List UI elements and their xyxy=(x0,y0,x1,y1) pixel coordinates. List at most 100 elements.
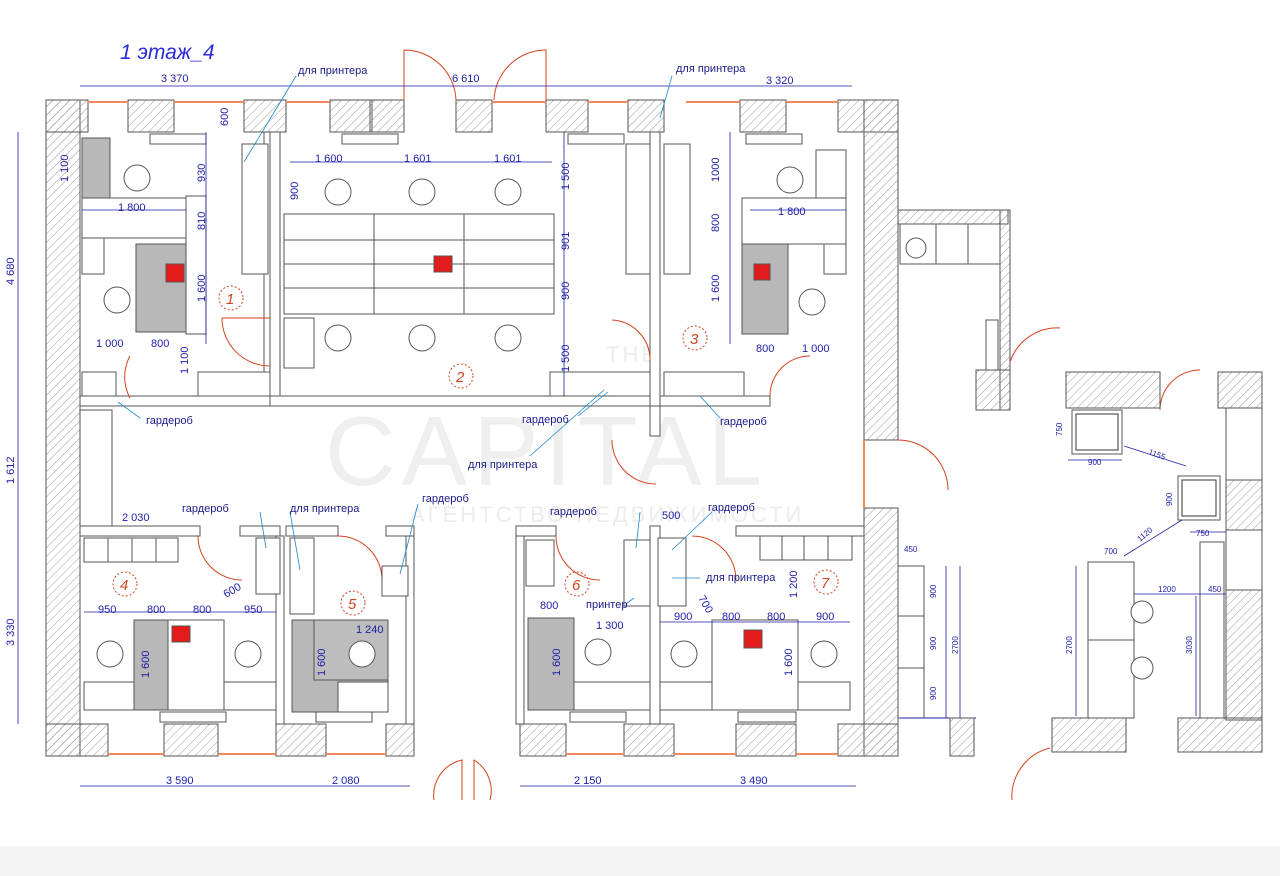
detail-room xyxy=(1051,371,1263,753)
dim-bot-3490: 3 490 xyxy=(740,775,768,787)
dim-r2-1600: 1 600 xyxy=(315,153,343,165)
room-5-furniture xyxy=(289,537,409,723)
room-4-furniture xyxy=(83,537,281,723)
dimension-lines xyxy=(17,85,1226,787)
room-number-3: 3 xyxy=(690,331,699,348)
room-number-4: 4 xyxy=(120,577,128,594)
dim-r7-900: 900 xyxy=(674,611,692,623)
dim-bot-2150: 2 150 xyxy=(574,775,602,787)
dim-r2-901: 901 xyxy=(560,232,572,250)
dim-r5-1600: 1 600 xyxy=(316,648,328,676)
label-for-printer-3: для принтера xyxy=(468,459,538,471)
dim-r1-930: 930 xyxy=(196,164,208,182)
dim-r7-1600: 1 600 xyxy=(783,648,795,676)
dim-r4-1600: 1 600 xyxy=(140,650,152,678)
dim-r2-1601b: 1 601 xyxy=(494,153,522,165)
dim-bot-3590: 3 590 xyxy=(166,775,194,787)
dim-left-1612: 1 612 xyxy=(5,456,17,484)
dim-r2-1500b: 1 500 xyxy=(560,344,572,372)
room-number-1: 1 xyxy=(226,291,234,308)
dim-r3-800: 800 xyxy=(710,214,722,232)
dim-k-2700: 2700 xyxy=(951,636,960,654)
bottom-strip xyxy=(0,846,1280,876)
room-1-furniture xyxy=(79,133,271,527)
dim-k-450: 450 xyxy=(904,545,918,554)
label-wardrobe-5: гардероб xyxy=(422,493,469,505)
dim-s-750b: 750 xyxy=(1196,529,1210,538)
dim-r2-1601a: 1 601 xyxy=(404,153,432,165)
room-7-furniture xyxy=(657,535,853,723)
dim-r2-1500: 1 500 xyxy=(560,162,572,190)
dim-r6-1300: 1 300 xyxy=(596,620,624,632)
chairs xyxy=(96,164,1154,680)
dim-top-3370: 3 370 xyxy=(161,73,189,85)
label-for-printer-2: для принтера xyxy=(676,63,746,75)
watermark-main: CAPITAL xyxy=(325,396,768,506)
dim-r4-950b: 950 xyxy=(244,604,262,616)
door-arcs xyxy=(124,49,1201,801)
label-for-printer-5: для принтера xyxy=(706,572,776,584)
kitchen-annex xyxy=(899,223,1001,371)
dim-s-2700: 2700 xyxy=(1065,636,1074,654)
dim-r1-600: 600 xyxy=(219,108,231,126)
labels: для принтера для принтера гардероб гарде… xyxy=(146,63,776,611)
dim-r3-1000b: 1 000 xyxy=(802,343,830,355)
dim-r7-900b: 900 xyxy=(816,611,834,623)
leader-lines xyxy=(117,75,721,605)
watermark: THE CAPITAL АГЕНТСТВО НЕДВИЖИМОСТИ xyxy=(325,342,804,527)
dim-r1-1100b: 1 100 xyxy=(179,346,191,374)
label-wardrobe-1: гардероб xyxy=(146,415,193,427)
room-numbers: 1 2 3 4 5 6 7 xyxy=(112,285,839,616)
dim-s-1120: 1120 xyxy=(1136,525,1155,543)
dim-s-900: 900 xyxy=(1088,458,1102,467)
dim-k-900a: 900 xyxy=(929,584,938,598)
watermark-sub: АГЕНТСТВО НЕДВИЖИМОСТИ xyxy=(410,502,804,527)
windows xyxy=(88,101,865,755)
dim-r5-1240: 1 240 xyxy=(356,624,384,636)
label-wardrobe-3: гардероб xyxy=(720,416,767,428)
plan-title: 1 этаж_4 xyxy=(120,41,215,64)
label-wardrobe-4: гардероб xyxy=(182,503,229,515)
dim-r4-950: 950 xyxy=(98,604,116,616)
dim-r7-1200: 1 200 xyxy=(788,570,800,598)
dim-s-900b: 900 xyxy=(1165,492,1174,506)
dim-s-1155: 1155 xyxy=(1147,447,1167,462)
dim-k-900c: 900 xyxy=(929,686,938,700)
room-number-7: 7 xyxy=(821,575,830,592)
label-wardrobe-6: гардероб xyxy=(550,506,597,518)
dim-r2-900b: 900 xyxy=(560,282,572,300)
room-number-5: 5 xyxy=(348,596,357,613)
dim-r6-800: 800 xyxy=(540,600,558,612)
dim-r6-1600: 1 600 xyxy=(551,648,563,676)
dim-s-750: 750 xyxy=(1055,422,1064,436)
dim-r1-1100: 1 100 xyxy=(59,154,71,182)
dim-s-700: 700 xyxy=(1104,547,1118,556)
label-for-printer-4: для принтера xyxy=(290,503,360,515)
dimension-texts: 3 370 6 610 3 320 4 680 1 612 3 330 1 10… xyxy=(5,73,1222,787)
dim-left-4680: 4 680 xyxy=(5,257,17,285)
label-wardrobe-2: гардероб xyxy=(522,414,569,426)
dim-bot-2080: 2 080 xyxy=(332,775,360,787)
dim-r3-1600: 1 600 xyxy=(710,274,722,302)
dim-k-900b: 900 xyxy=(929,636,938,650)
dim-r3-1800: 1 800 xyxy=(778,206,806,218)
dim-r6-700: 700 xyxy=(695,594,715,616)
dim-left-3330: 3 330 xyxy=(5,618,17,646)
dim-r4-800: 800 xyxy=(147,604,165,616)
room-3-furniture xyxy=(663,133,847,397)
room-2-furniture xyxy=(283,133,651,397)
dim-s-450: 450 xyxy=(1208,585,1222,594)
dim-r1-800: 800 xyxy=(151,338,169,350)
dim-r1-810: 810 xyxy=(196,212,208,230)
room-6-furniture xyxy=(525,539,651,723)
room-number-6: 6 xyxy=(572,577,581,594)
dim-s-1200: 1200 xyxy=(1158,585,1176,594)
dim-r2-900: 900 xyxy=(289,182,301,200)
dim-s-3030: 3030 xyxy=(1185,636,1194,654)
label-for-printer-1: для принтера xyxy=(298,65,368,77)
dim-r7-800b: 800 xyxy=(767,611,785,623)
dim-r4-600: 600 xyxy=(222,581,244,601)
kitchen-strip xyxy=(897,565,976,757)
label-printer: принтер xyxy=(586,599,627,611)
